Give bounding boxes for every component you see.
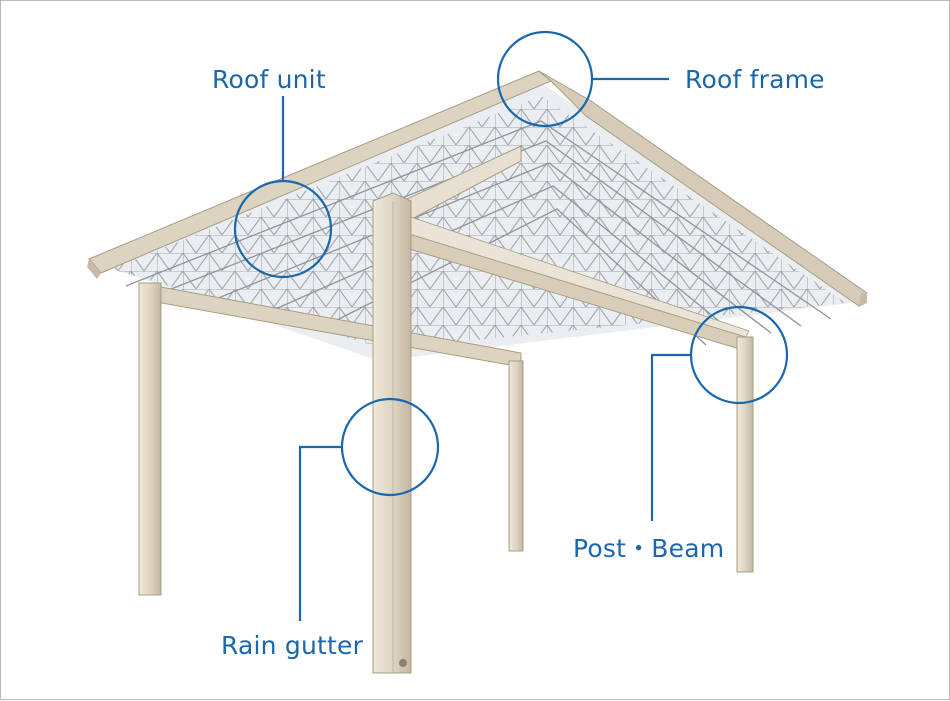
right-post — [736, 336, 754, 573]
left-post — [138, 282, 162, 596]
rear-post — [508, 360, 524, 552]
callout-post-beam — [650, 305, 789, 521]
callout-roof-unit — [233, 96, 333, 279]
callout-roof-frame — [496, 30, 669, 128]
label-roof-unit: Roof unit — [212, 65, 326, 94]
callout-rain-gutter — [298, 397, 440, 621]
roof-frame-beams — [87, 70, 868, 307]
label-roof-frame: Roof frame — [685, 65, 825, 94]
label-rain-gutter: Rain gutter — [221, 631, 364, 660]
front-post — [372, 192, 412, 674]
label-post-beam: Post・Beam — [573, 534, 725, 563]
roof-truss — [111, 96, 846, 349]
